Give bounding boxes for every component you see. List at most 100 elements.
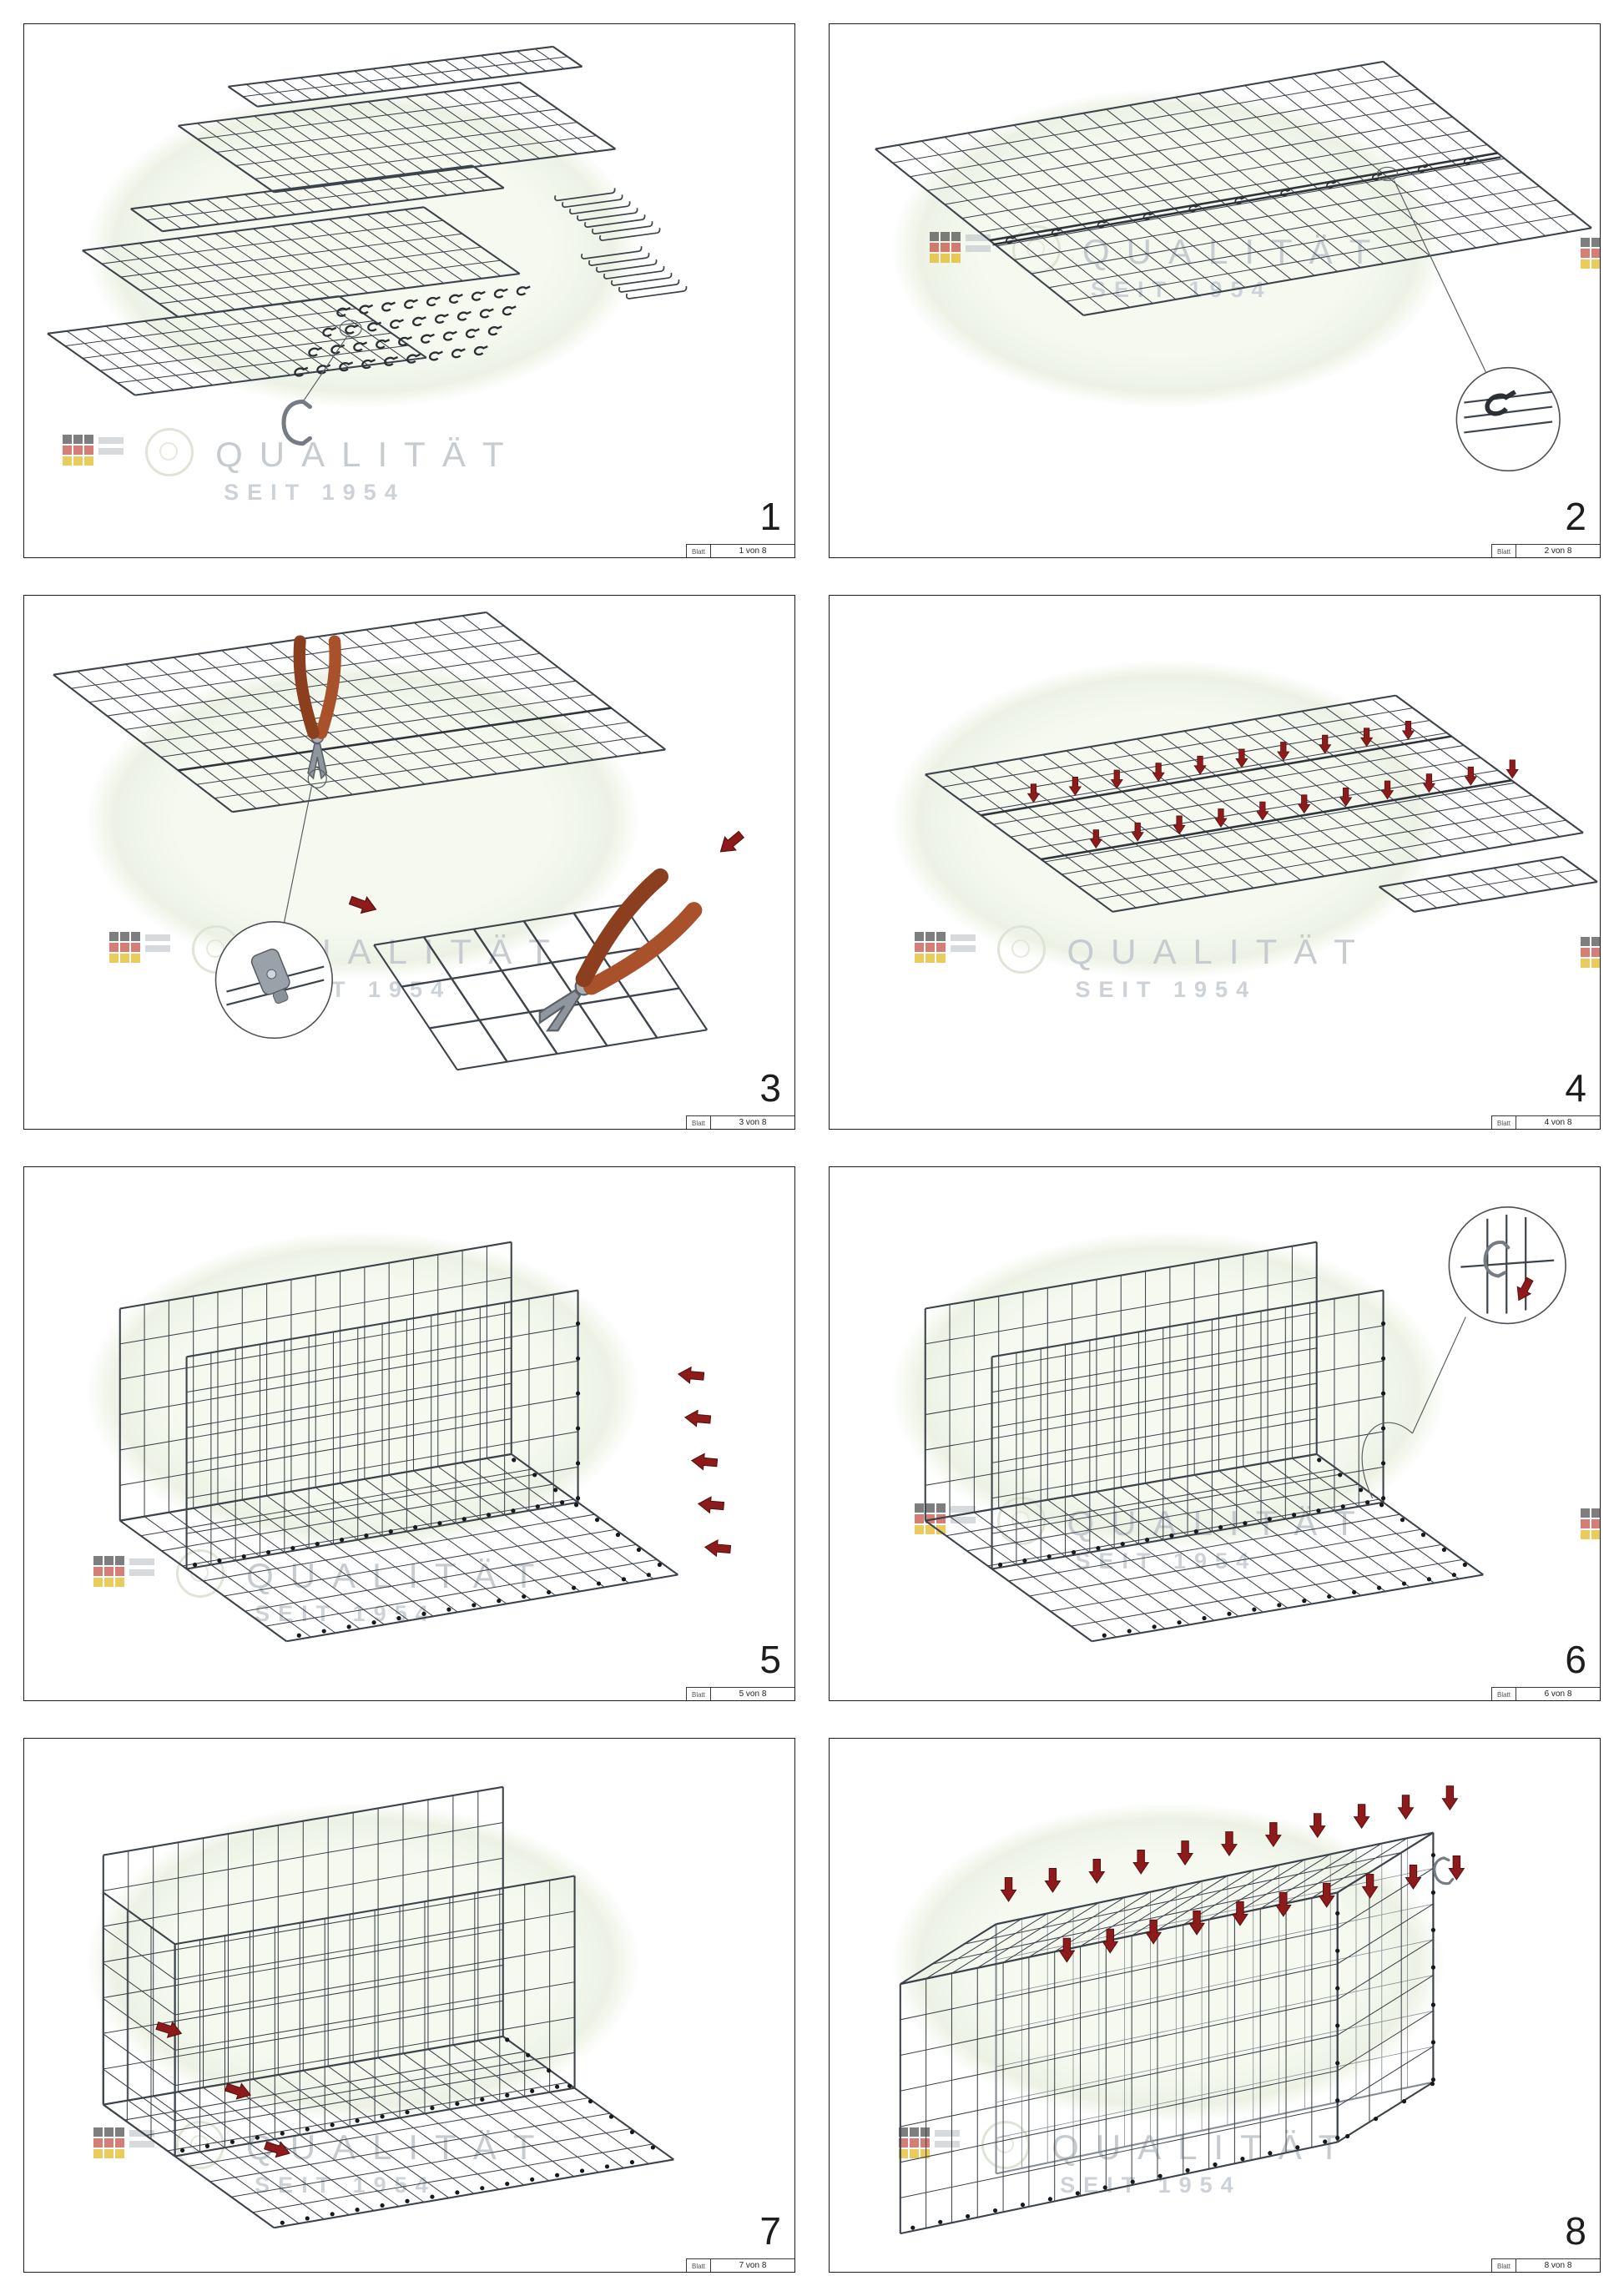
step-number: 7 (759, 2209, 781, 2253)
brand-flag-logo (1581, 1508, 1600, 1539)
fold-arrow-row (1027, 721, 1415, 803)
base-mesh (103, 2035, 674, 2229)
figure-step-4 (925, 694, 1598, 913)
detail-callout (1455, 366, 1561, 472)
fold-line (1041, 779, 1512, 861)
sheet-value: 1 von 8 (739, 546, 767, 556)
brand-flag-logo (93, 1556, 155, 1588)
mesh-panel (925, 694, 1584, 913)
brand-flag-logo (929, 232, 991, 264)
clip-dot-row (1102, 1573, 1456, 1638)
spiral-clip-array (294, 285, 532, 377)
lid-mesh (900, 1831, 1434, 1986)
red-arrow-icon (154, 2017, 184, 2042)
sheet-value: 8 von 8 (1544, 2261, 1572, 2270)
step-number: 3 (759, 1066, 781, 1110)
instruction-panel-1: QUALITÄT SEIT 1954 1 Blatt 1 von 8 (23, 23, 795, 558)
sheet-value: 2 von 8 (1544, 546, 1572, 556)
pliers-icon (527, 876, 695, 1044)
sheet-label: Blatt (1492, 545, 1516, 557)
brand-flag-logo (93, 2127, 155, 2159)
front-wall-mesh (991, 1289, 1384, 1570)
brand-flag-logo (63, 435, 124, 466)
wire-detail (1464, 420, 1553, 434)
mesh-closeup (373, 904, 709, 1071)
sheet-counter: Blatt 6 von 8 (1490, 1687, 1600, 1700)
brand-flag-logo (899, 2127, 961, 2159)
brand-flag-logo (914, 931, 976, 963)
instruction-panel-3: QUALITÄT SEIT 1954 3 Blatt (23, 595, 795, 1130)
wire-detail (1460, 1259, 1555, 1268)
watermark-ellipse (890, 659, 1446, 980)
sheet-label: Blatt (687, 545, 711, 557)
sheet-label: Blatt (1492, 1116, 1516, 1129)
c-clip-icon (284, 401, 310, 443)
sheet-counter: Blatt 5 von 8 (685, 1687, 794, 1700)
figure-step-2 (875, 60, 1592, 472)
instruction-panel-7: QUALITÄT SEIT 1954 7 Blatt 7 von 8 (23, 1738, 795, 2273)
back-wall-mesh (119, 1241, 512, 1522)
rod-bundle (554, 187, 661, 242)
clip-dot-row (280, 2160, 635, 2225)
sheet-counter: Blatt 7 von 8 (685, 2258, 794, 2272)
figure-step-1 (47, 45, 688, 557)
step-number: 8 (1565, 2209, 1586, 2253)
figure-step-6 (924, 1206, 1566, 1643)
arrow-column (677, 1365, 732, 1558)
figure-step-5 (119, 1241, 732, 1643)
sheet-value: 7 von 8 (739, 2261, 767, 2270)
instruction-panel-6: QUALITÄT SEIT 1954 6 Blatt (829, 1166, 1601, 1701)
red-arrow-icon (347, 891, 380, 919)
front-wall-mesh (185, 1289, 579, 1570)
figure-step-3 (53, 611, 748, 1071)
front-wall-mesh (174, 1875, 576, 2158)
leader-line (1393, 180, 1486, 372)
step-number: 5 (759, 1638, 781, 1681)
mesh-panel (82, 206, 521, 318)
leader-line (1411, 1317, 1466, 1434)
step-number: 4 (1565, 1066, 1586, 1110)
sheet-label: Blatt (687, 2259, 711, 2272)
wire-detail (1464, 405, 1553, 419)
brand-flag-logo (108, 931, 170, 963)
watermark-subtitle-text: SEIT 1954 (255, 2173, 436, 2198)
instruction-panel-8: QUALITÄT SEIT 1954 8 Blatt 8 von 8 (829, 1738, 1601, 2273)
instruction-panel-5: QUALITÄT SEIT 1954 5 Blatt 5 von 8 (23, 1166, 795, 1701)
quality-seal-icon (145, 428, 194, 477)
step-number: 6 (1565, 1638, 1586, 1681)
sheet-label: Blatt (1492, 2259, 1516, 2272)
sheet-value: 4 von 8 (1544, 1118, 1572, 1127)
crimp-tool-icon (250, 949, 290, 1004)
base-mesh (925, 1453, 1484, 1643)
press-arrow-row (1001, 1785, 1458, 1902)
sheet-label: Blatt (687, 1688, 711, 1700)
watermark-brand-text: QUALITÄT (1067, 931, 1372, 971)
figure-step-7 (102, 1785, 674, 2229)
instruction-panel-2: QUALITÄT SEIT 1954 2 Blatt 2 von 8 (829, 23, 1601, 558)
sheet-counter: Blatt 8 von 8 (1490, 2258, 1600, 2272)
sheet-counter: Blatt 3 von 8 (685, 1115, 794, 1129)
red-arrow-icon (714, 827, 748, 859)
brand-flag-logo (1581, 237, 1600, 269)
joined-seam (989, 152, 1498, 242)
mesh-panel (178, 81, 617, 194)
mesh-panel (47, 295, 427, 396)
figure-step-8 (899, 1785, 1465, 2235)
clip-dot-row (505, 2037, 655, 2150)
watermark-subtitle-text: SEIT 1954 (1075, 976, 1258, 1002)
clip-dot-row (512, 1458, 662, 1568)
step-number: 1 (759, 495, 781, 538)
mesh-panel (227, 45, 583, 108)
brand-flag-logo (1581, 936, 1600, 968)
fold-line (981, 735, 1452, 817)
clip-dot-row (910, 2139, 1328, 2230)
watermark: QUALITÄT SEIT 1954 (914, 924, 1372, 1003)
clip-dot-row (296, 1573, 651, 1638)
clip-dot-row (1317, 1458, 1467, 1568)
watermark: QUALITÄT SEIT 1954 (63, 428, 520, 506)
highlight-ellipse (339, 320, 362, 338)
leader-line (283, 787, 312, 924)
leader-line (303, 335, 348, 400)
mesh-panel (130, 164, 505, 233)
